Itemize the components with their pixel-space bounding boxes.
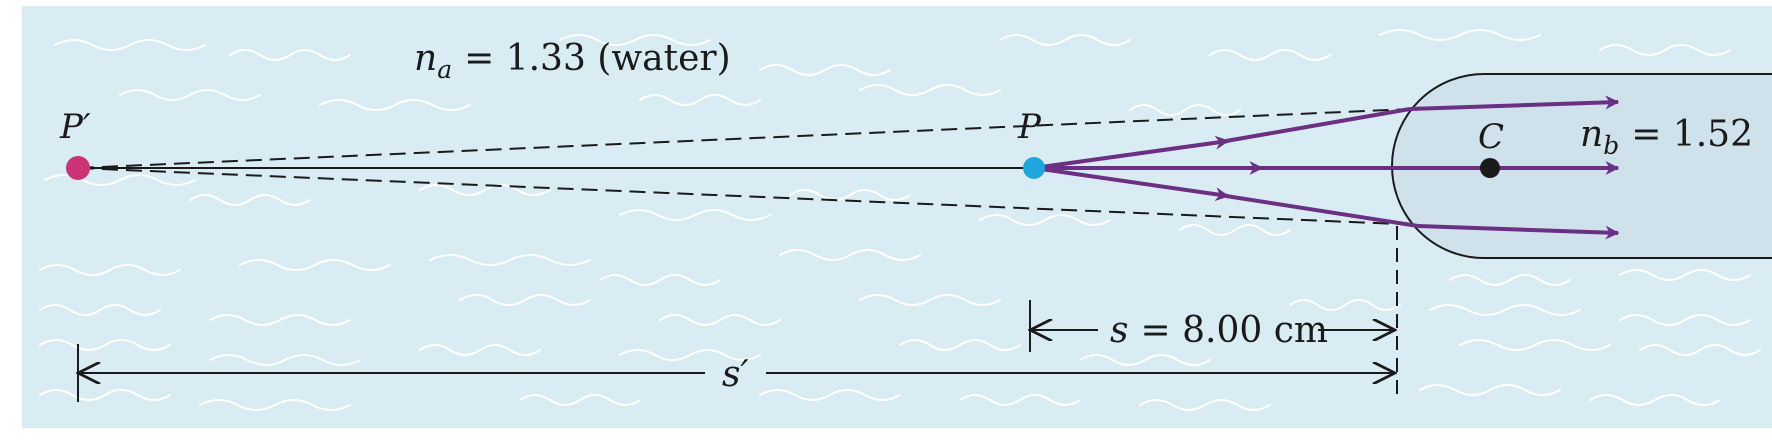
wave-squiggle: [1429, 304, 1581, 316]
wave-squiggle: [659, 314, 781, 326]
wave-squiggle: [39, 389, 171, 401]
wave-squiggle: [999, 34, 1131, 46]
medium-a-label: na = 1.33 (water): [414, 38, 731, 84]
wave-squiggle: [519, 394, 641, 406]
wave-squiggle: [599, 274, 721, 286]
wave-squiggle: [1619, 314, 1751, 326]
wave-squiggle: [229, 49, 351, 61]
wave-squiggle: [209, 314, 351, 326]
wave-squiggle: [189, 194, 311, 206]
wave-squiggle: [1619, 269, 1751, 281]
wave-squiggle: [979, 214, 1111, 226]
object-distance-label: s = 8.00 cm: [1110, 310, 1328, 351]
medium-b-subscript: b: [1603, 131, 1619, 160]
wave-squiggle: [1599, 44, 1731, 56]
water-waves: [39, 29, 1761, 411]
wave-squiggle: [1449, 274, 1571, 286]
wave-squiggle: [419, 344, 541, 356]
ray-lower-incident: [1033, 166, 1230, 202]
object-distance-symbol: s: [1110, 310, 1128, 351]
wave-squiggle: [859, 84, 1001, 96]
ray-lower-incident-tail: [1225, 194, 1419, 228]
wave-squiggle: [239, 259, 391, 271]
wave-squiggle: [1459, 339, 1611, 351]
wave-squiggle: [639, 94, 761, 106]
medium-b-symbol: n: [1580, 114, 1603, 155]
wave-squiggle: [559, 34, 711, 46]
wave-squiggle: [759, 64, 891, 76]
wave-squiggle: [199, 399, 351, 411]
wave-squiggle: [39, 339, 171, 351]
wave-squiggle: [429, 254, 591, 266]
virtual-ray-lower: [77, 167, 1399, 225]
image-point-label: P′: [59, 107, 91, 147]
object-distance-value: = 8.00 cm: [1140, 310, 1328, 351]
wave-squiggle: [619, 209, 771, 221]
wave-squiggle: [1139, 399, 1271, 411]
wave-squiggle: [1639, 344, 1761, 356]
wave-squiggle: [319, 99, 471, 111]
wave-squiggle: [959, 394, 1081, 406]
virtual-ray-upper: [77, 108, 1411, 169]
wave-squiggle: [899, 339, 1021, 351]
medium-b-label: nb = 1.52: [1580, 114, 1753, 160]
wave-squiggle: [1419, 384, 1561, 396]
object-point-label: P: [1017, 107, 1042, 147]
wave-squiggle: [1209, 49, 1331, 61]
wave-squiggle: [619, 349, 761, 361]
medium-a-subscript: a: [437, 55, 452, 84]
wave-squiggle: [54, 39, 206, 51]
ray-upper-incident: [1033, 135, 1230, 170]
ray-upper-incident-tail: [1225, 107, 1411, 143]
image-point-dot: [66, 156, 90, 180]
wave-squiggle: [1379, 29, 1541, 41]
wave-squiggle: [419, 184, 551, 196]
wave-squiggle: [209, 354, 361, 366]
medium-a-symbol: n: [414, 38, 437, 79]
medium-a-value: = 1.33 (water): [464, 38, 731, 79]
ray-lower-refracted: [1417, 224, 1620, 240]
object-point-dot: [1023, 157, 1045, 179]
wave-squiggle: [39, 304, 161, 316]
ray-upper-refracted: [1409, 95, 1620, 111]
wave-squiggle: [1589, 394, 1721, 406]
wave-squiggle: [759, 389, 901, 401]
wave-squiggle: [119, 89, 261, 101]
wave-squiggle: [789, 189, 911, 201]
wave-squiggle: [859, 294, 1001, 306]
wave-squiggle: [779, 249, 921, 261]
wave-squiggle: [1129, 104, 1241, 116]
wave-squiggle: [1289, 299, 1401, 311]
wave-squiggle: [459, 294, 591, 306]
image-distance-label: s′: [722, 354, 749, 395]
wave-squiggle: [1179, 224, 1291, 236]
wave-squiggle: [1079, 354, 1211, 366]
center-point-label: C: [1478, 117, 1504, 157]
wave-squiggle: [39, 264, 181, 276]
refracted-rays: [1033, 95, 1620, 240]
center-point-dot: [1480, 158, 1500, 178]
medium-b-value: = 1.52: [1631, 114, 1753, 155]
